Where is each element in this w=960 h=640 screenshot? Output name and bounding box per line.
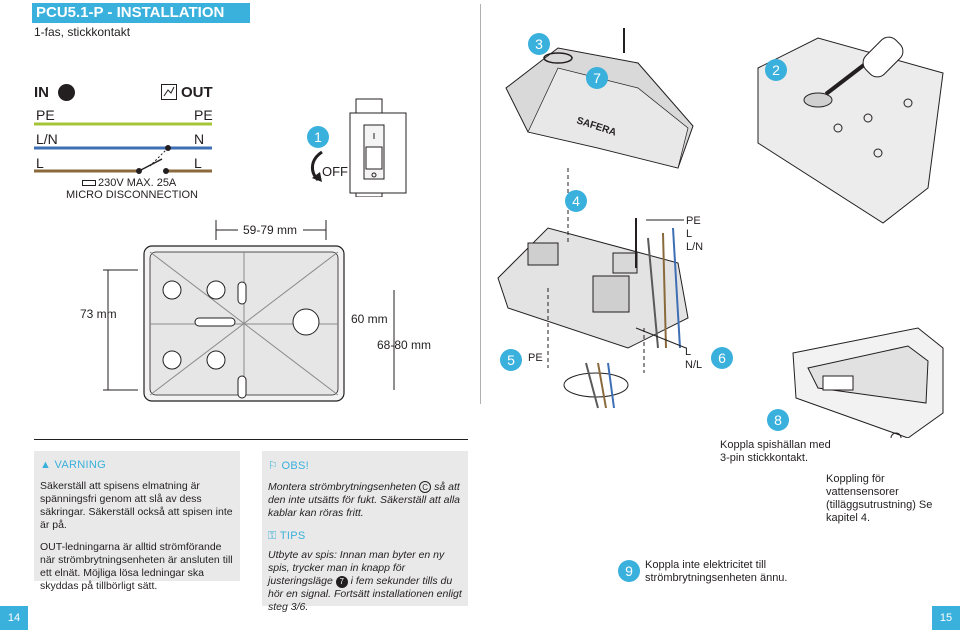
sensor-text: Koppling för vattensensorer (tilläggsutr… [826,473,933,524]
step-6-badge: 6 [711,347,733,369]
spec-line-1: 230V MAX. 25A [82,177,176,190]
top-ln-label: L/N [686,241,704,253]
divider-horizontal [34,439,468,440]
fuse-icon [82,180,96,187]
tips-badge: 7 [335,576,348,588]
out-label: OUT [181,84,213,101]
dim-height: 73 mm [80,307,117,321]
tips-heading: ⚿ TIPS [268,530,306,542]
step-9-text: Koppla inte elektricitet till strömbrytn… [645,559,788,584]
page-number-right: 15 [932,606,960,630]
spec-line-2: MICRO DISCONNECTION [66,189,198,201]
out-pe-label: PE [194,107,213,123]
out-l-label: L [194,155,202,171]
bottom-l-label: L [685,346,692,358]
warning-text-1: Säkerställ att spisens elmatning är spän… [40,480,233,531]
out-n-label: N [194,131,205,147]
obs-heading: ⚐ OBS! [268,460,310,472]
page-title: PCU5.1-P - INSTALLATION [32,3,250,23]
in-l-label: L [36,155,44,171]
divider-vertical [480,4,481,404]
page-number-left: 14 [0,606,28,630]
step-9-badge: 9 [618,560,640,582]
top-pe-label: PE [686,215,701,227]
step-8-text: Koppla spishällan med 3-pin stickkontakt… [720,439,831,464]
notice-box: ⚐ OBS! Montera strömbrytningsenheten C s… [262,451,468,613]
unit-installation-drawing: SAFERA [497,28,944,438]
lightbulb-icon: ⚿ [268,530,277,542]
warning-icon: ▲ [40,459,52,471]
obs-badge: C [419,481,432,493]
top-l-label: L [686,228,693,240]
warning-heading: ▲ VARNING [40,459,106,471]
off-arrow-icon [311,150,323,182]
step-2-badge: 2 [765,59,787,81]
wiring-lines [34,122,212,174]
bottom-pe-label: PE [528,352,543,364]
dim-width: 59-79 mm [243,223,298,237]
step-5-badge: 5 [500,349,522,371]
dim-inner: 60 mm [351,312,388,326]
in-label: IN [34,84,49,101]
bottom-nl-label: N/L [685,359,703,371]
step-8-badge: 8 [767,409,789,431]
obs-text: Montera strömbrytningsenheten C så att d… [268,481,461,519]
tips-text: Utbyte av spis: Innan man byter en ny sp… [268,549,462,613]
circuit-breaker [349,98,407,197]
in-dot-icon [58,84,75,101]
step-1-badge: 1 [307,126,329,148]
out-symbol-icon [161,84,177,100]
step-7-badge: 7 [586,67,608,89]
mounting-plate-drawing [103,220,395,402]
dim-outer: 68-80 mm [377,338,432,352]
step-4-badge: 4 [565,190,587,212]
page-subtitle: 1-fas, stickkontakt [34,25,131,39]
warning-text-2: OUT-ledningarna är alltid strömförande n… [40,541,233,592]
flag-icon: ⚐ [268,460,279,472]
off-label: OFF [322,164,348,179]
in-pe-label: PE [36,107,55,123]
warning-box: ▲ VARNING Säkerställ att spisens elmatni… [34,451,240,592]
in-ln-label: L/N [36,131,58,147]
step-3-badge: 3 [528,33,550,55]
